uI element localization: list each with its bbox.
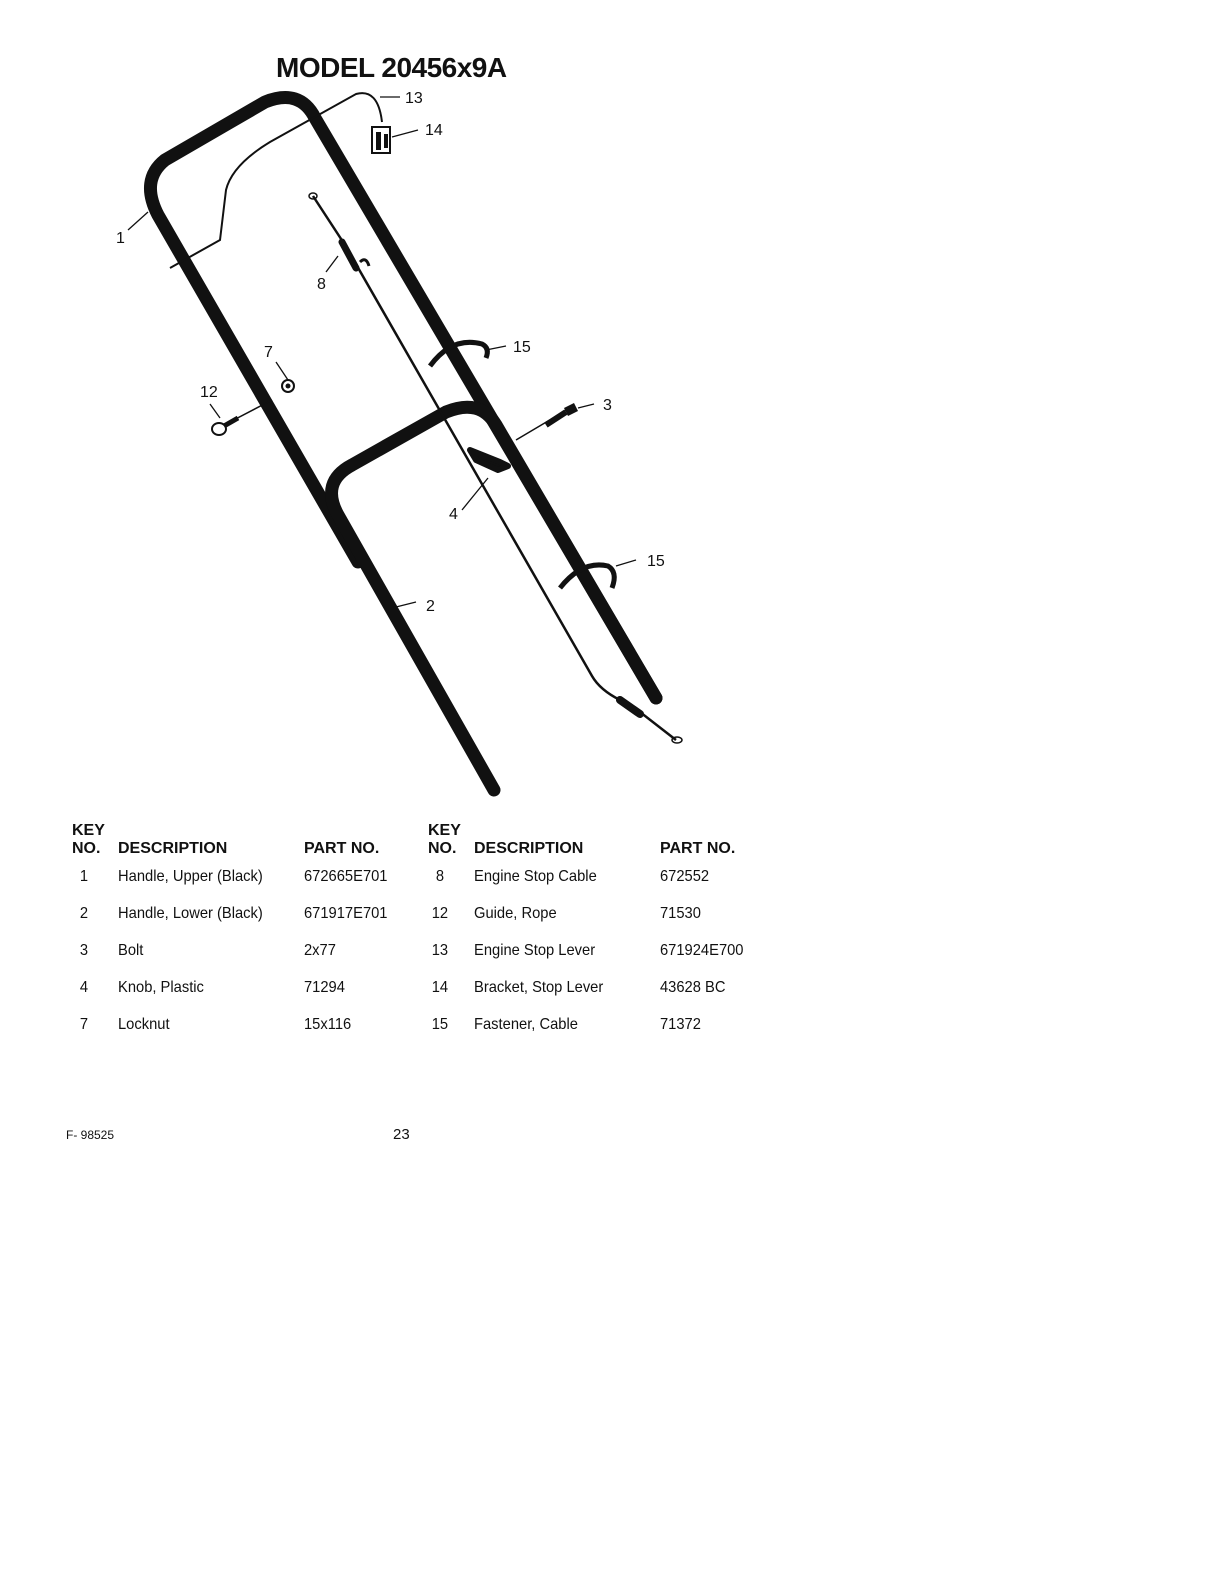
table-row: 3 Bolt 2x77 13 Engine Stop Lever 671924E… xyxy=(60,932,772,969)
key-cell: 14 xyxy=(431,978,449,996)
table-row: 2 Handle, Lower (Black) 671917E701 12 Gu… xyxy=(60,895,772,932)
key-cell: 2 xyxy=(79,904,89,922)
part-cell: 71372 xyxy=(660,1015,701,1033)
part-cell: 15x116 xyxy=(304,1015,352,1033)
table-row: 1 Handle, Upper (Black) 672665E701 8 Eng… xyxy=(60,858,772,895)
upper-handle xyxy=(144,91,663,705)
callout-14: 14 xyxy=(425,122,443,139)
callout-3: 3 xyxy=(603,397,612,414)
description-header-2: DESCRIPTION xyxy=(474,840,584,857)
table-row: 4 Knob, Plastic 71294 14 Bracket, Stop L… xyxy=(60,969,772,1006)
lower-handle xyxy=(325,400,663,797)
description-cell: Handle, Upper (Black) xyxy=(118,867,263,885)
stop-lever-bracket xyxy=(371,126,391,154)
callout-4: 4 xyxy=(449,506,458,523)
bolt xyxy=(515,402,579,441)
description-cell: Engine Stop Cable xyxy=(474,867,597,885)
callout-15-upper: 15 xyxy=(513,339,531,356)
key-cell: 8 xyxy=(435,867,445,885)
cable-fastener-upper xyxy=(427,339,490,368)
callout-1: 1 xyxy=(116,230,125,247)
description-cell: Fastener, Cable xyxy=(474,1015,578,1033)
callout-12: 12 xyxy=(200,384,218,401)
callout-2: 2 xyxy=(426,598,435,615)
part-cell: 672665E701 xyxy=(304,867,388,885)
table-header-row: KEY NO. DESCRIPTION PART NO. KEY NO. DES… xyxy=(60,818,772,858)
key-cell: 4 xyxy=(79,978,89,996)
description-cell: Handle, Lower (Black) xyxy=(118,904,263,922)
cable-fastener-lower xyxy=(558,562,617,590)
callout-13: 13 xyxy=(405,90,423,107)
part-cell: 71530 xyxy=(660,904,701,922)
page-title: MODEL 20456x9A xyxy=(276,52,507,83)
part-cell: 671917E701 xyxy=(304,904,388,922)
description-cell: Knob, Plastic xyxy=(118,978,204,996)
rope-guide xyxy=(211,399,273,436)
callout-8: 8 xyxy=(317,276,326,293)
description-cell: Bracket, Stop Lever xyxy=(474,978,604,996)
part-cell: 2x77 xyxy=(304,941,336,959)
part-no-header-2: PART NO. xyxy=(660,840,736,857)
key-cell: 12 xyxy=(431,904,449,922)
key-no-header: KEY NO. xyxy=(72,822,105,857)
key-cell: 15 xyxy=(431,1015,449,1033)
parts-table: KEY NO. DESCRIPTION PART NO. KEY NO. DES… xyxy=(60,818,772,1043)
page-number: 23 xyxy=(393,1126,410,1143)
table-row: 7 Locknut 15x116 15 Fastener, Cable 7137… xyxy=(60,1006,772,1043)
key-cell: 7 xyxy=(79,1015,89,1033)
callout-7: 7 xyxy=(264,344,273,361)
engine-stop-cable-upper xyxy=(169,92,383,269)
part-cell: 671924E700 xyxy=(660,941,744,959)
part-cell: 71294 xyxy=(304,978,345,996)
locknut xyxy=(281,379,295,393)
form-number: F- 98525 xyxy=(66,1128,115,1142)
description-cell: Bolt xyxy=(118,941,144,959)
plastic-knob xyxy=(467,447,511,473)
description-cell: Engine Stop Lever xyxy=(474,941,596,959)
description-cell: Locknut xyxy=(118,1015,170,1033)
callout-15-lower: 15 xyxy=(647,553,665,570)
part-cell: 43628 BC xyxy=(660,978,726,996)
key-no-header-2: KEY NO. xyxy=(428,822,461,857)
parts-diagram: 1 2 3 4 7 8 12 13 14 15 15 xyxy=(116,90,683,797)
part-no-header: PART NO. xyxy=(304,840,380,857)
key-cell: 1 xyxy=(79,867,89,885)
key-cell: 3 xyxy=(79,941,89,959)
description-header: DESCRIPTION xyxy=(118,840,228,857)
key-cell: 13 xyxy=(431,941,449,959)
description-cell: Guide, Rope xyxy=(474,904,557,922)
part-cell: 672552 xyxy=(660,867,710,885)
